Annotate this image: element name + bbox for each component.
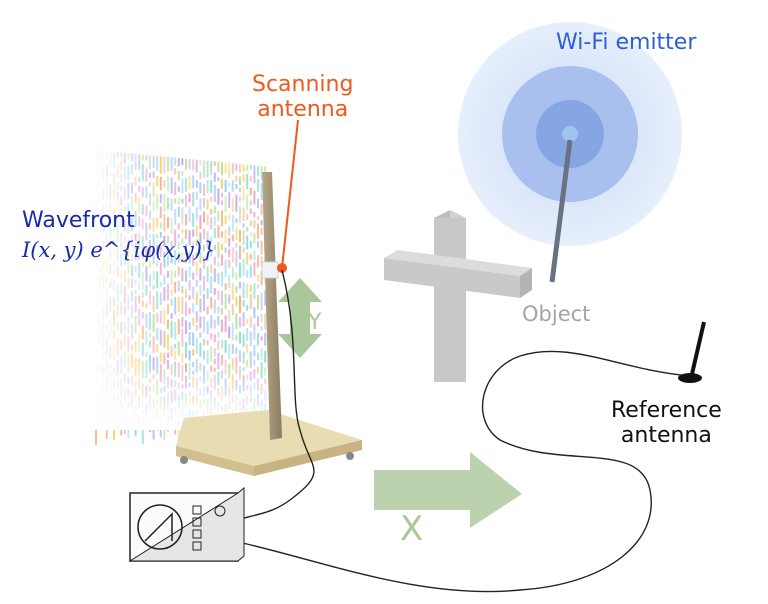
emitter-source-dot	[562, 126, 578, 142]
wifi-emitter	[458, 22, 682, 283]
y-axis-label: Y	[308, 310, 322, 335]
emitter-pole	[549, 139, 573, 283]
scanning-antenna-label: Scanning antenna	[252, 72, 353, 123]
scanning-antenna-leader	[281, 119, 299, 269]
reference-antenna	[678, 321, 706, 383]
cross-object	[384, 210, 532, 382]
y-axis-arrow	[278, 278, 322, 358]
wifi-emitter-label: Wi-Fi emitter	[556, 30, 697, 55]
stand-pole	[262, 172, 282, 440]
reference-antenna-label: Reference antenna	[611, 398, 722, 449]
object-label: Object	[522, 302, 591, 326]
reference-cable	[237, 350, 691, 593]
scanning-cable	[237, 269, 315, 521]
scanning-antenna-label-line1: Scanning	[252, 72, 354, 97]
scanning-stand	[176, 172, 362, 476]
antenna-clamp	[261, 261, 279, 279]
wavefront-formula: I(x, y) e^{iφ(x,y)}	[22, 238, 216, 262]
oscilloscope-box	[128, 486, 245, 562]
wavefront-label: Wavefront	[22, 208, 135, 233]
reference-antenna-label-line1: Reference	[611, 398, 722, 423]
stand-base-top	[176, 410, 362, 466]
reference-antenna-label-line2: antenna	[620, 423, 712, 449]
x-axis-arrow	[374, 452, 522, 528]
scanning-antenna-label-line2: antenna	[257, 97, 349, 123]
waveform-screen	[137, 504, 183, 550]
x-axis-label: X	[400, 509, 424, 549]
